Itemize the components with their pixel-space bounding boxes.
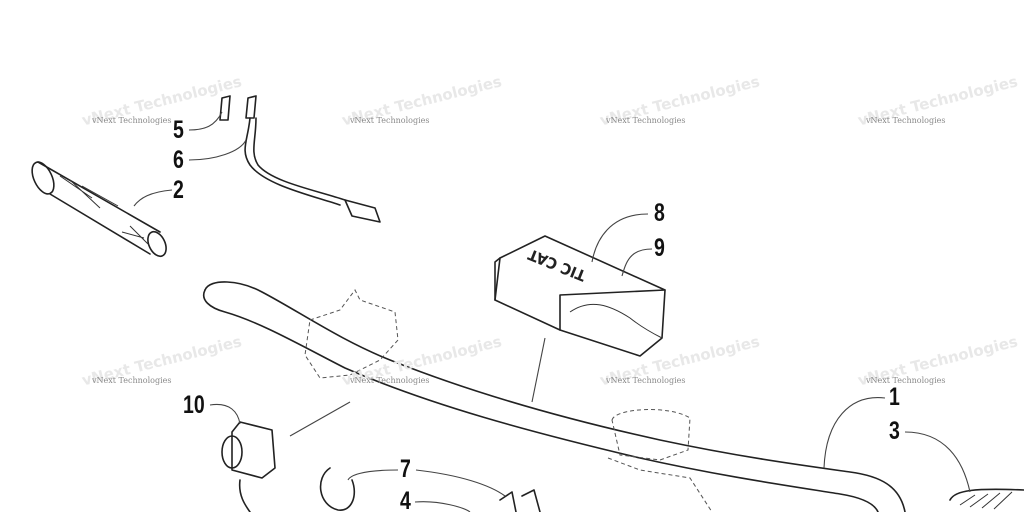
callout-9: 9: [654, 234, 665, 262]
watermark: vNext Technologies: [92, 376, 172, 385]
callout-7: 7: [400, 455, 411, 483]
left-grip: [31, 161, 167, 258]
throttle-assembly-ghost: [304, 289, 713, 512]
handlebar-pad: [494, 235, 666, 357]
handlebar: [203, 281, 906, 512]
watermark: vNext Technologies: [606, 116, 686, 125]
watermark: vNext Technologies: [866, 116, 946, 125]
callout-4: 4: [400, 487, 411, 515]
callout-10: 10: [183, 391, 205, 419]
callout-2: 2: [173, 176, 184, 204]
leader-lines: [133, 111, 971, 512]
watermark: vNext Technologies: [350, 376, 430, 385]
callout-1: 1: [889, 383, 900, 411]
watermark: vNext Technologies: [92, 116, 172, 125]
callout-6: 6: [173, 146, 184, 174]
callout-5: 5: [173, 116, 184, 144]
heater-wire-harness: [219, 95, 381, 223]
watermark: vNext Technologies: [866, 376, 946, 385]
watermark: vNext Technologies: [606, 376, 686, 385]
callout-8: 8: [654, 199, 665, 227]
band-clamp: [319, 467, 541, 512]
switch-housing: [221, 421, 276, 512]
watermark: vNext Technologies: [350, 116, 430, 125]
right-grip: [949, 488, 1024, 510]
callout-3: 3: [889, 417, 900, 445]
